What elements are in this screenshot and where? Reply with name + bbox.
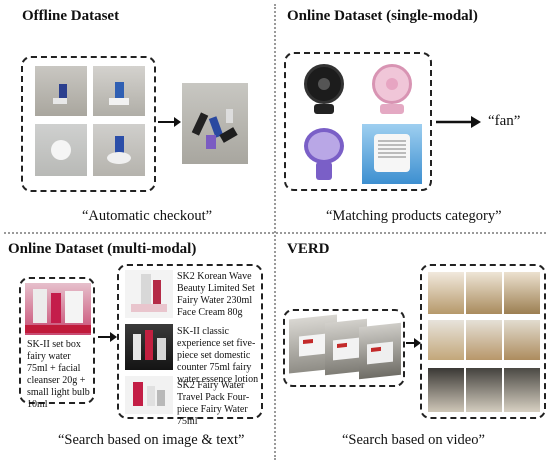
retrieved-videos-box (420, 264, 546, 419)
video-frame (428, 320, 464, 360)
arrow-right-icon (158, 117, 181, 127)
arrow-right-icon (98, 332, 117, 342)
query-product-photo (25, 283, 91, 335)
panel-caption: “Search based on image & text” (58, 432, 245, 448)
checkout-images-group (21, 56, 156, 192)
panel-caption: “Automatic checkout” (82, 208, 213, 224)
checkout-photo-1 (35, 66, 87, 116)
query-box: SK-II set box fairy water 75ml + facial … (19, 277, 95, 410)
result-text: SK-II classic experience set five-piece … (177, 326, 259, 385)
panel-title: Online Dataset (multi-modal) (8, 241, 197, 257)
product-images-group (284, 52, 432, 191)
result-text: SK2 Korean Wave Beauty Limited Set Fairy… (177, 271, 255, 318)
white-cooler-photo (362, 124, 422, 184)
video-frame (504, 272, 540, 314)
video-frame (504, 368, 540, 412)
video-frame (359, 322, 401, 380)
result-product-photo (125, 324, 173, 370)
video-frame (504, 320, 540, 360)
checkout-photo-2 (93, 66, 145, 116)
black-fan-photo (294, 60, 354, 120)
video-frame (466, 368, 502, 412)
checkout-tray-photo (182, 83, 248, 164)
horizontal-divider (4, 232, 546, 234)
panel-caption: “Matching products category” (326, 208, 502, 224)
purple-fan-photo (294, 124, 354, 184)
panel-title: VERD (287, 241, 330, 257)
arrow-right-icon (436, 116, 481, 128)
video-frame (466, 320, 502, 360)
category-label: “fan” (488, 113, 521, 129)
pink-fan-photo (362, 60, 422, 120)
checkout-photo-4 (93, 124, 145, 176)
query-text: SK-II set box fairy water 75ml + facial … (27, 339, 90, 410)
video-frame (428, 368, 464, 412)
result-product-photo (125, 376, 173, 414)
query-video-box (283, 309, 405, 387)
video-frame (428, 272, 464, 314)
panel-caption: “Search based on video” (342, 432, 485, 448)
arrow-right-icon (406, 338, 421, 348)
results-box: SK2 Korean Wave Beauty Limited Set Fairy… (117, 264, 263, 427)
result-product-photo (125, 270, 173, 318)
panel-title: Online Dataset (single-modal) (287, 8, 478, 24)
result-text: SK2 Fairy Water Travel Pack Four-piece F… (177, 380, 250, 427)
video-frame (466, 272, 502, 314)
panel-title: Offline Dataset (22, 8, 120, 24)
checkout-photo-3 (35, 124, 87, 176)
